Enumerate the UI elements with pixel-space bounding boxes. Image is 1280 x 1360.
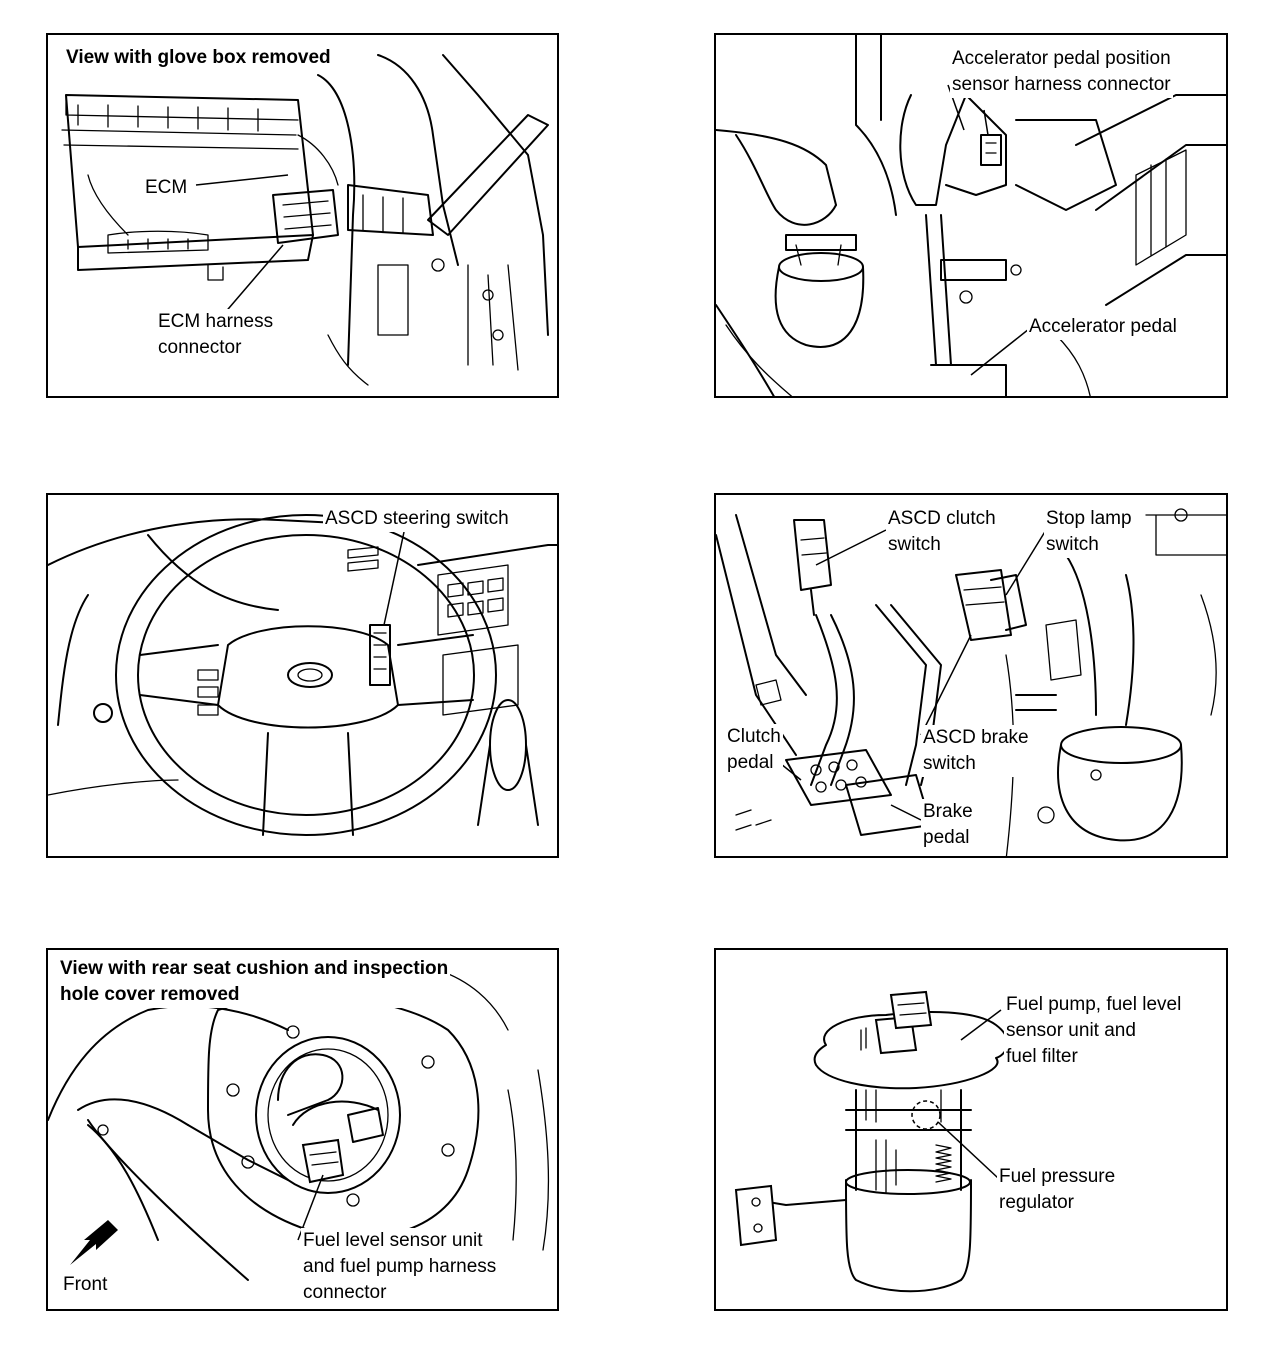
front-label: Front [61, 1272, 110, 1298]
fuel-pressure-regulator-label: Fuel pressure regulator [997, 1164, 1118, 1216]
stop-lamp-switch-label: Stop lamp switch [1044, 506, 1134, 558]
brake-pedal-label: Brake pedal [921, 799, 975, 851]
panel-ascd-steering-switch: ASCD steering switch [46, 493, 559, 858]
panel-accelerator-pedal: Accelerator pedal position sensor harnes… [714, 33, 1228, 398]
accelerator-pedal-position-sensor-connector-label: Accelerator pedal position sensor harnes… [950, 46, 1173, 98]
panel-ecm: View with glove box removed ECM ECM harn… [46, 33, 559, 398]
panel-ascd-pedal-switches: ASCD clutch switch Stop lamp switch Clut… [714, 493, 1228, 858]
accelerator-pedal-illustration [716, 35, 1226, 396]
ecm-harness-connector-label: ECM harness connector [156, 309, 276, 361]
ascd-brake-switch-label: ASCD brake switch [921, 725, 1031, 777]
fuel-level-sensor-connector-label: Fuel level sensor unit and fuel pump har… [301, 1228, 499, 1306]
ecm-illustration [61, 54, 549, 386]
ascd-clutch-switch-label: ASCD clutch switch [886, 506, 998, 558]
fuel-pump-unit-label: Fuel pump, fuel level sensor unit and fu… [1004, 992, 1184, 1070]
ecm-label: ECM [143, 175, 190, 201]
clutch-pedal-label: Clutch pedal [725, 724, 783, 776]
front-arrow-icon [70, 1220, 118, 1265]
panel-ecm-header: View with glove box removed [64, 45, 333, 71]
steering-wheel-illustration [48, 514, 557, 836]
panel-fuel-pump: Fuel pump, fuel level sensor unit and fu… [714, 948, 1228, 1311]
ascd-steering-switch-label: ASCD steering switch [323, 506, 511, 532]
panel-fuel-level-sensor-header: View with rear seat cushion and inspecti… [58, 956, 451, 1008]
panel-fuel-level-sensor: View with rear seat cushion and inspecti… [46, 948, 559, 1311]
accelerator-pedal-label: Accelerator pedal [1027, 314, 1179, 340]
fuel-pump-illustration [734, 990, 1009, 1293]
